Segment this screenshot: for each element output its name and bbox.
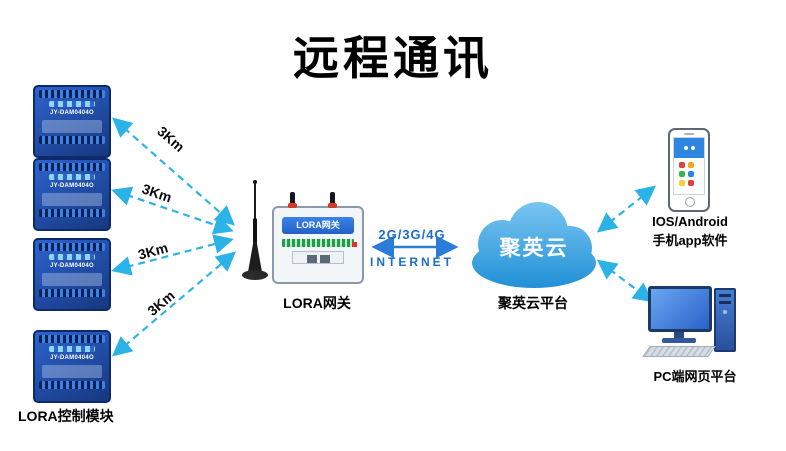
- antenna-whip: [254, 183, 256, 219]
- gateway-caption: LORA网关: [283, 295, 351, 311]
- gateway-panel-label: LORA网关: [282, 217, 354, 234]
- terminal-strip: [39, 243, 105, 251]
- network-type-label: 2G/3G/4G: [378, 227, 446, 242]
- pc-power-button: [723, 310, 727, 314]
- terminal-strip: [39, 289, 105, 297]
- pc-tower-slot: [719, 301, 731, 304]
- terminal-strip: [39, 335, 105, 343]
- page-title: 远程通讯: [293, 32, 493, 84]
- module-logo: [49, 101, 95, 107]
- terminal-strip: [39, 136, 105, 144]
- lora-antenna-icon: [242, 180, 268, 288]
- app-icon: [679, 171, 685, 177]
- distance-label: 3Km: [144, 287, 178, 319]
- gateway-antenna-icon: [328, 192, 337, 208]
- cloud-name: 聚英云: [499, 237, 569, 260]
- modules-group-label: LORA控制模块: [18, 408, 114, 424]
- terminal-strip: [39, 381, 105, 389]
- distance-label: 3Km: [136, 239, 170, 263]
- ethernet-port: [306, 255, 317, 263]
- module-panel: [42, 273, 102, 286]
- distance-label: 3Km: [140, 180, 174, 206]
- terminal-strip: [39, 90, 105, 98]
- lora-module-device: JY-DAM0404O: [33, 238, 111, 311]
- pc-monitor-icon: [648, 286, 712, 332]
- module-model-text: JY-DAM0404O: [50, 183, 94, 189]
- app-icon: [679, 180, 685, 186]
- phone-screen: [673, 137, 705, 195]
- phone-app-icons: [674, 158, 704, 190]
- ethernet-port: [319, 255, 330, 263]
- phone-header-dot: [690, 146, 695, 150]
- pc-monitor-base: [662, 338, 696, 343]
- gateway-ports: [292, 251, 344, 264]
- module-logo: [49, 254, 95, 260]
- antenna-cone: [248, 242, 262, 272]
- app-icon: [688, 171, 694, 177]
- phone-home-button: [685, 197, 695, 207]
- module-panel: [42, 193, 102, 206]
- phone-caption-line2: 手机app软件: [652, 233, 728, 248]
- phone-app-header: [674, 138, 704, 158]
- terminal-strip: [39, 209, 105, 217]
- cloud-icon: [464, 202, 604, 290]
- app-icon: [679, 162, 685, 168]
- gateway-antenna-icon: [288, 192, 297, 208]
- gateway-reset-button: [352, 242, 357, 247]
- antenna-rod: [253, 218, 257, 244]
- pc-keyboard-icon: [642, 346, 716, 357]
- pc-caption: PC端网页平台: [653, 369, 737, 384]
- pc-monitor-stand: [674, 332, 684, 339]
- cloud-caption: 聚英云平台: [498, 295, 568, 311]
- pc-tower-icon: [714, 288, 736, 352]
- antenna-base: [242, 270, 268, 280]
- phone-speaker: [684, 133, 694, 135]
- smartphone-icon: [668, 128, 710, 212]
- module-model-text: JY-DAM0404O: [50, 263, 94, 269]
- lora-module-device: JY-DAM0404O: [33, 158, 111, 231]
- module-panel: [42, 120, 102, 133]
- module-panel: [42, 365, 102, 378]
- module-model-text: JY-DAM0404O: [50, 110, 94, 116]
- cloud-shape: [472, 202, 596, 288]
- phone-header-dot: [683, 146, 688, 150]
- lora-module-device: JY-DAM0404O: [33, 330, 111, 403]
- lora-gateway-device: LORA网关: [272, 192, 364, 284]
- app-icon: [688, 162, 694, 168]
- distance-label: 3Km: [154, 122, 188, 155]
- pc-tower-slot: [719, 294, 731, 297]
- gateway-terminal-block: [282, 239, 354, 247]
- module-logo: [49, 174, 95, 180]
- app-icon: [688, 180, 694, 186]
- terminal-strip: [39, 163, 105, 171]
- lora-module-device: JY-DAM0404O: [33, 85, 111, 158]
- module-logo: [49, 346, 95, 352]
- internet-label: INTERNET: [370, 255, 454, 269]
- module-model-text: JY-DAM0404O: [50, 355, 94, 361]
- antenna-tip: [253, 180, 257, 184]
- phone-caption-line1: IOS/Android: [652, 214, 728, 229]
